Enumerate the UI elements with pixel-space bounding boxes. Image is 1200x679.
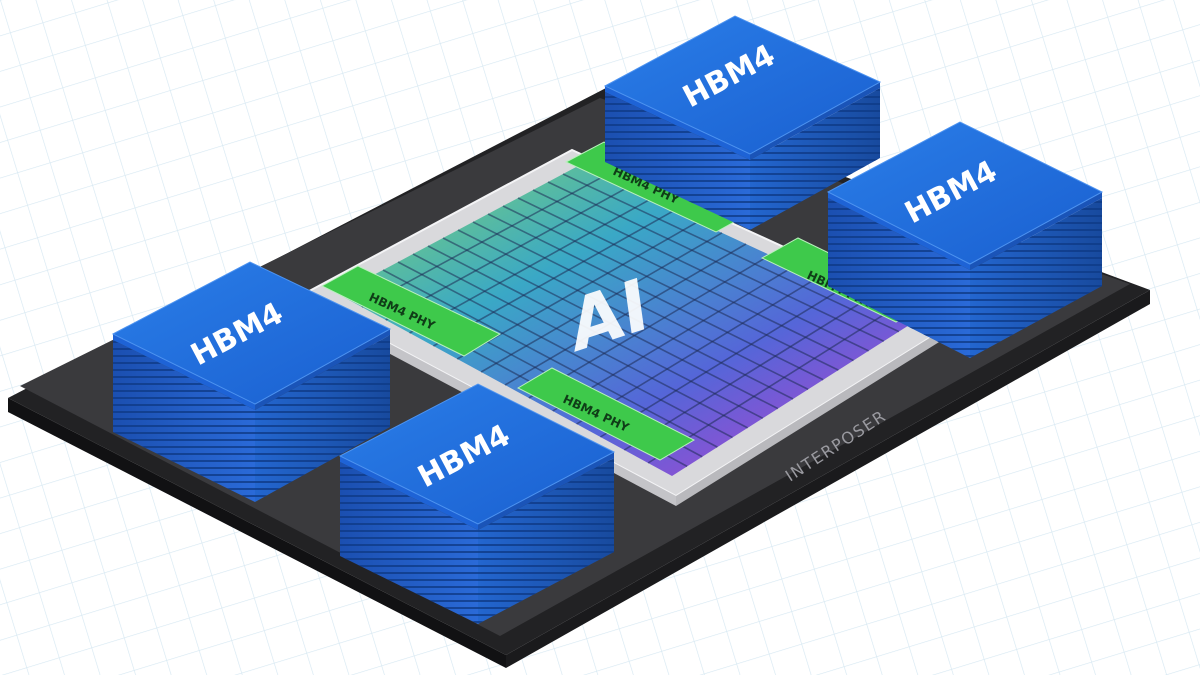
hbm-top-face (826, 121, 1104, 265)
die-grid-line (562, 173, 900, 333)
die-grid-line (547, 181, 885, 342)
die-grid-line (397, 261, 733, 439)
hbm-stack-bottom: HBM4 (338, 383, 616, 624)
ai-die-core (338, 166, 914, 476)
hbm-stack-layers (340, 462, 478, 624)
hbm-cap-edge (255, 329, 390, 410)
hbm-stack-left: HBM4 (111, 261, 392, 502)
hbm-cap-edge (478, 452, 614, 530)
die-grid-line (412, 253, 748, 429)
die-grid-line (427, 245, 764, 419)
hbm-stack-layers (113, 340, 255, 502)
die-grid-line (532, 189, 869, 352)
hbm-stack-layers (970, 198, 1102, 358)
hbm-stack-top: HBM4 (603, 15, 882, 230)
die-grid-line (457, 229, 794, 400)
hbm-cap-edge (605, 86, 750, 160)
hbm-stack-layers (750, 88, 880, 230)
hbm-cap-edge (340, 456, 478, 530)
ai-die-grid (352, 173, 900, 468)
hbm-cap-edge (828, 192, 970, 270)
hbm-cap-edge (113, 334, 255, 410)
die-grid-line (382, 269, 718, 448)
hbm-top-face (338, 383, 616, 525)
hbm-top-face (603, 15, 882, 155)
die-grid-line (487, 213, 824, 381)
hbm-cap-edge (970, 192, 1102, 270)
die-grid-line (442, 237, 779, 410)
hbm-stack-layers (605, 92, 750, 230)
die-grid-line (472, 221, 809, 391)
hbm-cap-edge (750, 82, 880, 160)
hbm-top-face (111, 261, 392, 405)
die-grid-line (502, 205, 839, 371)
die-grid-line (517, 197, 854, 362)
hbm-stack-layers (255, 335, 390, 502)
hbm-stack-right: HBM4 (826, 121, 1104, 358)
hbm-stack-layers (478, 458, 614, 624)
hbm-stack-layers (828, 198, 970, 358)
